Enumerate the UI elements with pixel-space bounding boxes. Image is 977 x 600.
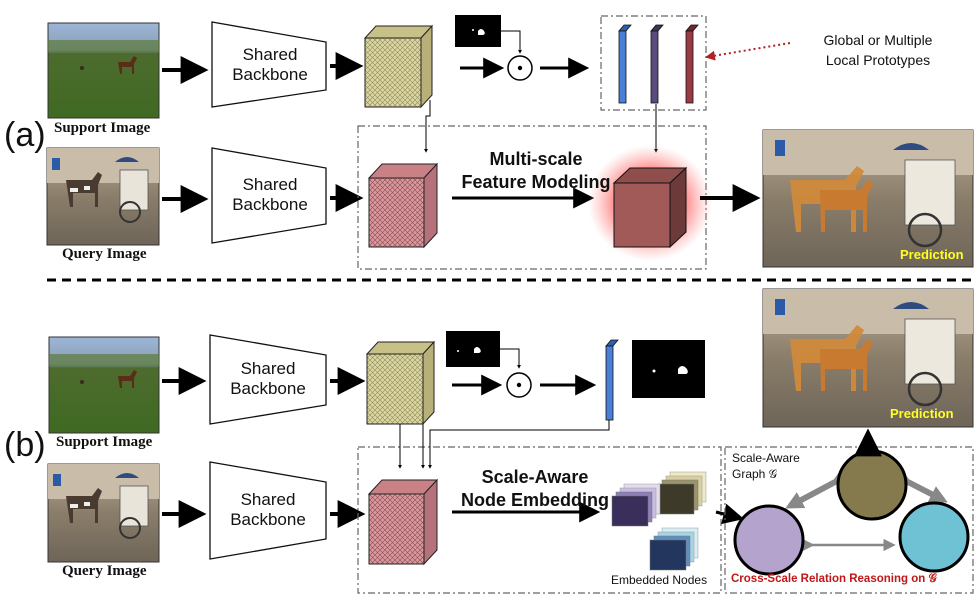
support-caption-b: Support Image (56, 434, 153, 450)
embedded-nodes-stacks (611, 471, 707, 571)
reasoning-label: Cross-Scale Relation Reasoning on 𝒢 (731, 573, 937, 585)
query-feature-cube-b (367, 478, 439, 566)
module-title-b: Scale-Aware Node Embedding (461, 467, 609, 510)
support-caption-a: Support Image (54, 120, 151, 136)
backbone-label-a-bottom: Shared Backbone (232, 175, 308, 214)
shared-backbone-b-top (209, 334, 327, 425)
graph-node-olive (836, 449, 908, 521)
prototype-vectors-a (618, 24, 699, 104)
support-image-a (47, 22, 160, 119)
query-image-b (47, 463, 160, 563)
backbone-label-b-bottom: Shared Backbone (230, 490, 306, 529)
graph-node-lavender (733, 504, 805, 576)
shared-backbone-a-bottom (211, 147, 327, 244)
backbone-label-a-top: Shared Backbone (232, 45, 308, 84)
prototype-vector-b (605, 339, 619, 421)
shared-backbone-b-bottom (209, 461, 327, 560)
enhanced-query-cube-a (588, 145, 712, 261)
support-mask-a (455, 15, 501, 47)
support-mask-b (446, 331, 500, 367)
prediction-label-a: Prediction (900, 247, 964, 262)
graph-node-teal (898, 501, 970, 573)
prediction-label-b: Prediction (890, 406, 954, 421)
graph-label-line2: Graph 𝒢 (732, 467, 778, 481)
query-caption-a: Query Image (62, 246, 147, 262)
support-image-b (48, 336, 160, 434)
prior-mask-b (632, 340, 705, 398)
query-caption-b: Query Image (62, 563, 147, 579)
panel-a-letter: (a) (4, 116, 46, 154)
module-title-a: Multi-scale Feature Modeling (461, 149, 611, 192)
prototypes-note: Global or Multiple Local Prototypes (823, 32, 933, 68)
graph-edges (785, 468, 948, 552)
backbone-label-b-top: Shared Backbone (230, 359, 306, 398)
support-feature-cube-b (365, 340, 436, 426)
prediction-image-a (762, 129, 974, 268)
panel-b-letter: (b) (4, 426, 46, 464)
embedded-nodes-label: Embedded Nodes (611, 573, 708, 587)
support-feature-cube-a (363, 24, 434, 109)
masked-pooling-op-a (507, 55, 533, 81)
query-image-a (46, 147, 160, 246)
query-feature-cube-a (367, 162, 439, 249)
graph-label-line1: Scale-Aware (732, 451, 800, 465)
shared-backbone-a-top (211, 21, 327, 108)
masked-pooling-op-b (506, 372, 532, 398)
prediction-image-b (762, 288, 974, 428)
